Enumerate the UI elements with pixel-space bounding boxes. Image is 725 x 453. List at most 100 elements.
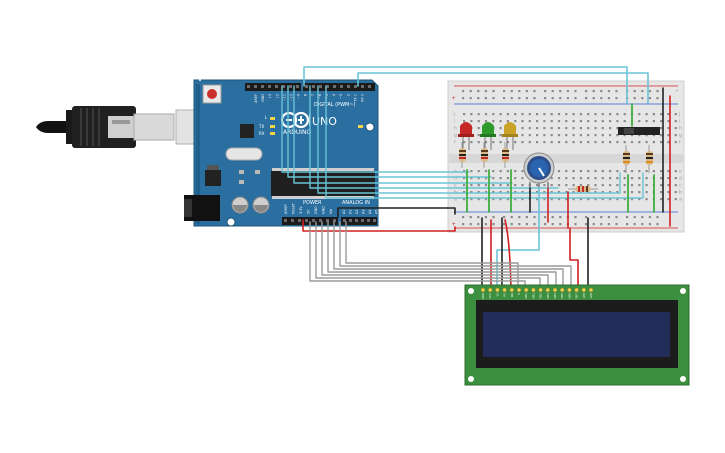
breadboard-hole[interactable] — [633, 223, 636, 226]
wire-gray-2[interactable] — [315, 221, 541, 291]
breadboard-hole[interactable] — [579, 120, 582, 123]
header-pin[interactable] — [289, 85, 292, 88]
reset-button[interactable] — [202, 84, 222, 104]
breadboard-hole[interactable] — [601, 198, 604, 201]
breadboard-hole[interactable] — [477, 198, 480, 201]
breadboard-hole[interactable] — [514, 198, 517, 201]
breadboard-hole[interactable] — [660, 141, 663, 144]
breadboard-hole[interactable] — [470, 177, 473, 180]
breadboard-hole[interactable] — [594, 198, 597, 201]
breadboard-hole[interactable] — [521, 113, 524, 116]
breadboard-hole[interactable] — [565, 141, 568, 144]
breadboard-hole[interactable] — [566, 97, 569, 100]
breadboard-hole[interactable] — [667, 184, 670, 187]
breadboard-hole[interactable] — [645, 191, 648, 194]
breadboard-hole[interactable] — [544, 216, 547, 219]
breadboard-hole[interactable] — [601, 184, 604, 187]
breadboard-hole[interactable] — [572, 170, 575, 173]
breadboard-hole[interactable] — [660, 113, 663, 116]
breadboard-hole[interactable] — [667, 127, 670, 130]
breadboard-hole[interactable] — [514, 177, 517, 180]
breadboard-hole[interactable] — [492, 177, 495, 180]
header-pin[interactable] — [326, 85, 329, 88]
breadboard-hole[interactable] — [652, 141, 655, 144]
breadboard-hole[interactable] — [462, 223, 465, 226]
breadboard-hole[interactable] — [543, 191, 546, 194]
resistor-led-red[interactable] — [459, 142, 466, 168]
breadboard-hole[interactable] — [648, 216, 651, 219]
breadboard-hole[interactable] — [623, 113, 626, 116]
breadboard-hole[interactable] — [521, 198, 524, 201]
breadboard-hole[interactable] — [648, 223, 651, 226]
breadboard-hole[interactable] — [630, 191, 634, 194]
breadboard-hole[interactable] — [609, 191, 612, 194]
breadboard-hole[interactable] — [607, 223, 610, 226]
breadboard-hole[interactable] — [543, 120, 546, 123]
breadboard-hole[interactable] — [559, 90, 562, 93]
breadboard-hole[interactable] — [544, 97, 547, 100]
lcd-pin[interactable] — [480, 287, 486, 293]
breadboard-hole[interactable] — [585, 90, 588, 93]
breadboard-hole[interactable] — [601, 141, 604, 144]
breadboard-hole[interactable] — [557, 191, 561, 194]
breadboard-hole[interactable] — [579, 170, 582, 173]
breadboard-hole[interactable] — [587, 134, 590, 137]
header-pin[interactable] — [367, 219, 370, 222]
breadboard-hole[interactable] — [638, 191, 641, 194]
breadboard-hole[interactable] — [574, 223, 577, 226]
breadboard-hole[interactable] — [579, 198, 582, 201]
header-pin[interactable] — [312, 219, 315, 222]
breadboard-hole[interactable] — [592, 90, 595, 93]
breadboard-hole[interactable] — [600, 223, 603, 226]
breadboard-hole[interactable] — [587, 177, 590, 180]
breadboard-hole[interactable] — [521, 177, 524, 180]
wire-cyan-7[interactable] — [317, 85, 621, 194]
breadboard-hole[interactable] — [594, 170, 597, 173]
breadboard-hole[interactable] — [594, 120, 597, 123]
breadboard-hole[interactable] — [623, 198, 626, 201]
breadboard-hole[interactable] — [609, 127, 612, 130]
wire-cyan-6[interactable] — [309, 85, 559, 189]
header-pin[interactable] — [354, 85, 357, 88]
breadboard-hole[interactable] — [623, 120, 626, 123]
breadboard-hole[interactable] — [536, 113, 539, 116]
breadboard-hole[interactable] — [579, 191, 582, 194]
breadboard-hole[interactable] — [499, 127, 502, 130]
breadboard-hole[interactable] — [463, 198, 466, 201]
breadboard-hole[interactable] — [477, 170, 480, 173]
wire-cyan-4[interactable] — [287, 85, 492, 178]
breadboard-hole[interactable] — [579, 141, 582, 144]
breadboard-hole[interactable] — [550, 120, 553, 123]
breadboard-hole[interactable] — [572, 127, 575, 130]
breadboard-hole[interactable] — [510, 216, 513, 219]
breadboard-hole[interactable] — [638, 120, 641, 123]
breadboard-hole[interactable] — [592, 97, 595, 100]
breadboard-hole[interactable] — [574, 90, 577, 93]
breadboard-hole[interactable] — [667, 113, 670, 116]
breadboard-hole[interactable] — [477, 177, 480, 180]
breadboard-hole[interactable] — [585, 223, 588, 226]
wire-cyan-3[interactable] — [281, 85, 470, 173]
lcd-pin[interactable] — [502, 287, 507, 293]
breadboard-hole[interactable] — [543, 127, 546, 130]
power-header[interactable] — [282, 217, 338, 225]
breadboard-hole[interactable] — [469, 216, 472, 219]
breadboard-hole[interactable] — [565, 177, 568, 180]
breadboard-hole[interactable] — [463, 141, 466, 144]
header-pin[interactable] — [268, 85, 271, 88]
breadboard-hole[interactable] — [469, 223, 472, 226]
breadboard-hole[interactable] — [499, 120, 502, 123]
breadboard-hole[interactable] — [674, 127, 677, 130]
breadboard-hole[interactable] — [484, 97, 487, 100]
breadboard-hole[interactable] — [499, 177, 502, 180]
header-pin[interactable] — [319, 85, 322, 88]
breadboard-hole[interactable] — [594, 177, 597, 180]
breadboard-hole[interactable] — [623, 177, 626, 180]
breadboard-hole[interactable] — [550, 184, 553, 187]
breadboard-hole[interactable] — [463, 184, 466, 187]
breadboard-hole[interactable] — [615, 90, 618, 93]
breadboard-hole[interactable] — [609, 184, 612, 187]
breadboard-hole[interactable] — [469, 90, 472, 93]
lcd-pin[interactable] — [581, 287, 587, 293]
breadboard-hole[interactable] — [630, 198, 634, 201]
